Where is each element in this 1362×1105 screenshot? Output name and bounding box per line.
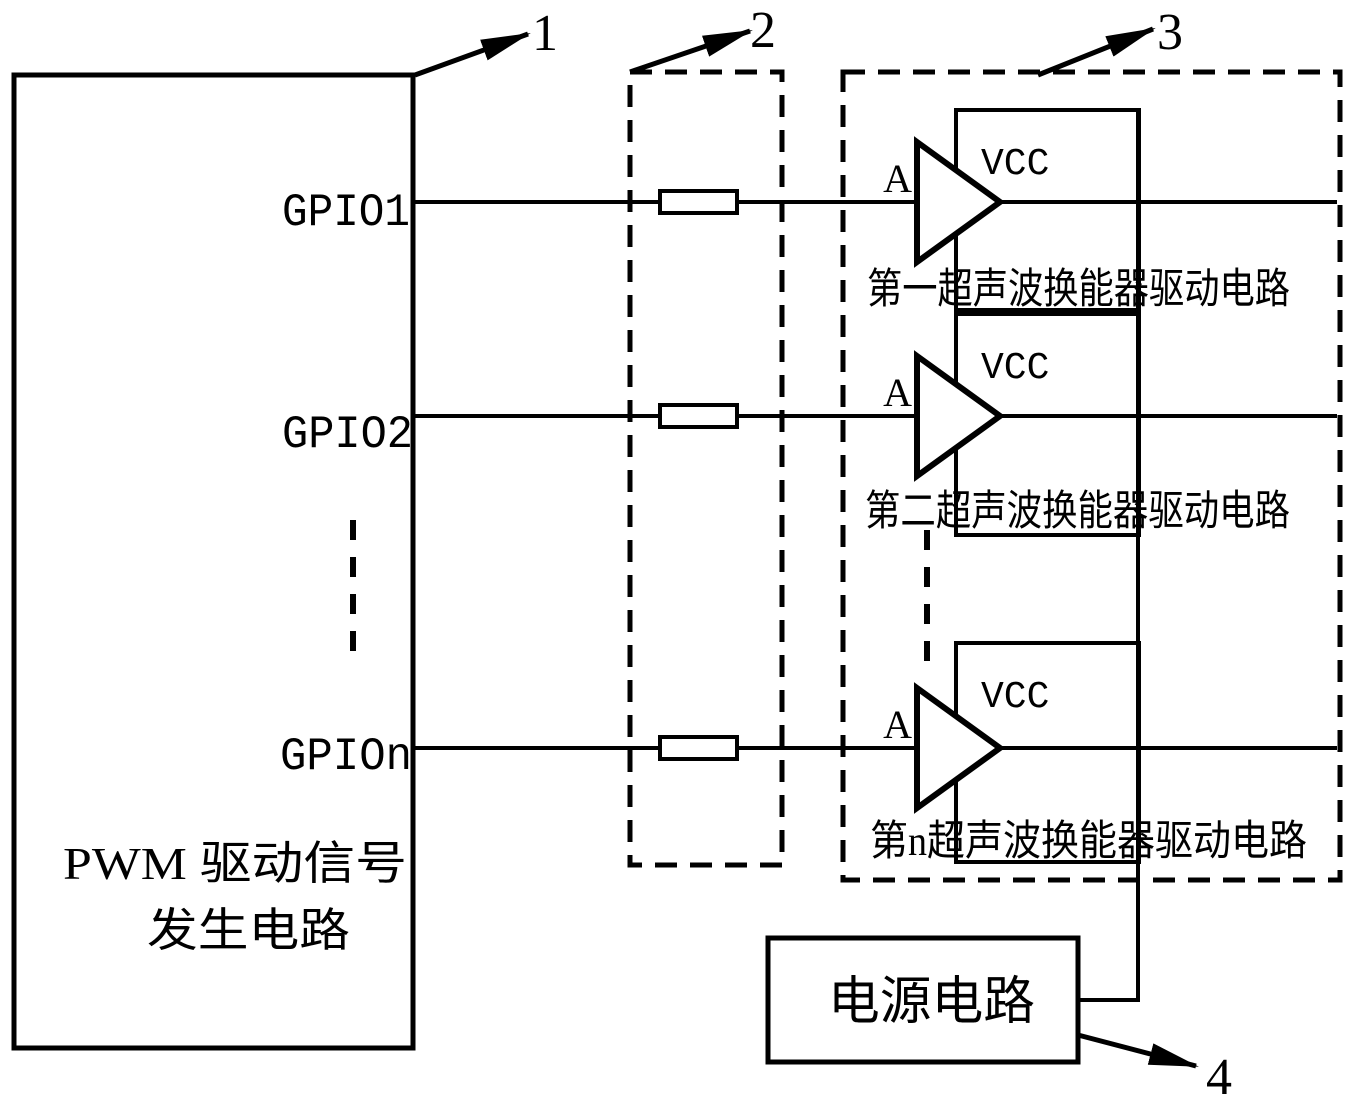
caption-unitn: 第n超声波换能器驱动电路 (870, 819, 1307, 865)
pwm-box-title-line2: 发生电路 (147, 905, 350, 956)
port-label-gpio1: GPIO1 (282, 187, 410, 239)
amp-input-label-unit2: A (883, 370, 912, 415)
matching-network-dashed-box (627, 69, 785, 868)
caption-unit2: 第二超声波换能器驱动电路 (865, 489, 1290, 535)
vcc-label-unit2: VCC (981, 347, 1049, 390)
amplifier-triangle-unit1 (914, 136, 1006, 268)
callout-number-3: 3 (1157, 4, 1183, 61)
port-label-gpion: GPIOn (280, 731, 412, 783)
vcc-label-unitn: VCC (981, 676, 1049, 719)
callout-number-4: 4 (1206, 1049, 1232, 1105)
caption-unit1: 第一超声波换能器驱动电路 (867, 267, 1290, 313)
callout-arrow-3-icon (1037, 26, 1156, 78)
resistor-unitn (658, 735, 739, 761)
callout-number-1: 1 (532, 5, 558, 62)
callout-arrow-1-icon (414, 31, 531, 78)
driver-group-dashed-box (840, 69, 1343, 883)
amplifier-triangle-unit2 (914, 350, 1006, 482)
pwm-box-title-line1: PWM 驱动信号 (63, 838, 407, 889)
port-label-gpio2: GPIO2 (282, 409, 413, 461)
callout-arrow-2-icon (629, 28, 753, 75)
callout-arrow-4-icon (1077, 1032, 1199, 1069)
resistor-unit2 (658, 403, 739, 429)
resistor-unit1 (658, 189, 739, 215)
vcc-label-unit1: VCC (981, 143, 1049, 186)
power-supply-label: 电源电路 (828, 974, 1035, 1031)
amp-input-label-unitn: A (883, 702, 912, 747)
pwm-generator-box (11, 72, 416, 1051)
power-supply-box (765, 935, 1081, 1065)
amplifier-triangle-unitn (914, 682, 1006, 814)
amp-input-label-unit1: A (883, 156, 912, 201)
callout-number-2: 2 (750, 2, 776, 59)
